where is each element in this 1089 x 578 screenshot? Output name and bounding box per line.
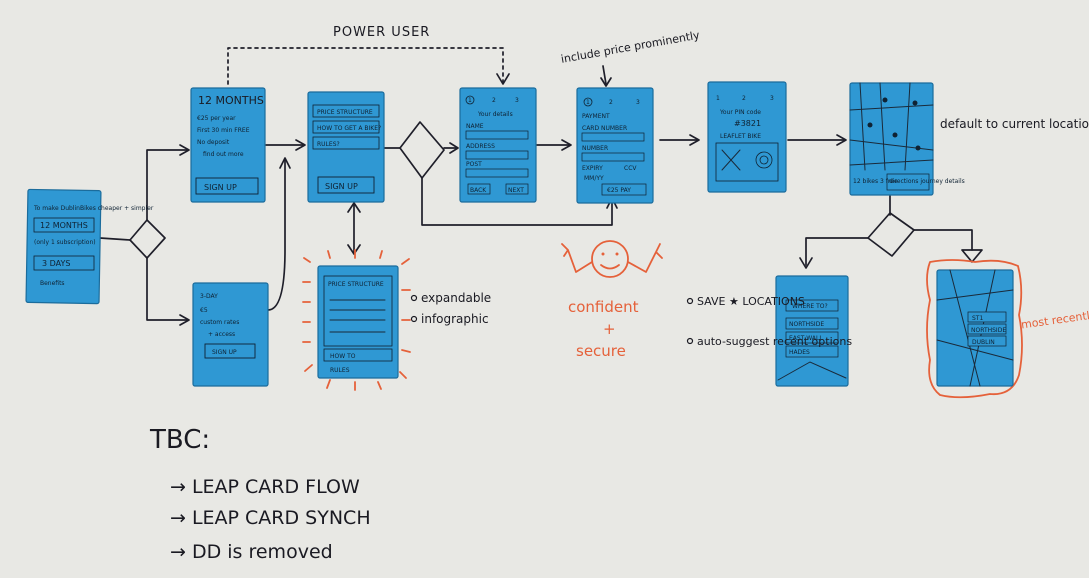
recent-row-3: DUBLIN [972, 339, 995, 346]
payment-step-3: 3 [636, 99, 640, 106]
label-most-recently-used: most recently used [1020, 304, 1089, 332]
details-step-1: 1 [468, 97, 472, 104]
details-field-name: NAME [466, 123, 484, 130]
label-auto-suggest: auto-suggest recent options [697, 335, 852, 348]
note-info: PRICE STRUCTURE HOW TO GET A BIKE? RULES… [307, 91, 385, 203]
recent-row-1: ST1 [972, 315, 983, 322]
where-title: WHERE TO? [792, 303, 828, 310]
details-step-3: 3 [515, 97, 519, 104]
months-signup: SIGN UP [204, 183, 237, 192]
label-confident: confident [568, 298, 639, 316]
map-streets [849, 82, 934, 171]
tbc-item-3: → DD is removed [170, 541, 333, 563]
days-title: 3-DAY [200, 293, 218, 300]
payment-field-number: NUMBER [582, 145, 608, 152]
decision-diamond-3 [867, 212, 915, 257]
map-bottom-left: 12 bikes 3 free [853, 178, 898, 185]
months-line-4: find out more [203, 151, 244, 158]
note-where-to: WHERE TO? NORTHSIDE EAST WALL HADES [775, 275, 849, 387]
months-line-3: No deposit [197, 139, 230, 146]
emphasis-rays-expanded [302, 249, 411, 391]
months-line-2: First 30 min FREE [197, 127, 250, 134]
note-map: 12 bikes 3 free directions journey detai… [849, 82, 965, 196]
details-back: BACK [470, 187, 487, 194]
label-include-price: include price prominently [560, 29, 701, 66]
details-title: Your details [477, 111, 513, 118]
recent-row-2: NORTHSIDE [971, 327, 1006, 334]
payment-step-1: 1 [586, 99, 590, 106]
connectors [99, 47, 983, 326]
note-expanded: PRICE STRUCTURE HOW TO RULES [302, 249, 411, 391]
where-row-3: HADES [789, 349, 810, 356]
note-details: 1 2 3 Your details NAME ADDRESS POST BAC… [459, 87, 537, 203]
days-line-3: + access [208, 331, 235, 338]
tbc-item-1: → LEAP CARD FLOW [170, 476, 360, 498]
note-12-months: 12 MONTHS €25 per year First 30 min FREE… [190, 87, 266, 203]
months-line-1: €25 per year [197, 115, 236, 122]
entry-12-months: 12 MONTHS [40, 221, 88, 230]
map-bottom-right: directions journey details [889, 178, 965, 185]
tbc-title: TBC: [149, 425, 210, 455]
info-item-2: HOW TO GET A BIKE? [317, 125, 381, 132]
payment-mmyy: MM/YY [584, 175, 604, 182]
payment-field-ccv: CCV [624, 165, 637, 172]
note-confirm: 1 2 3 Your PIN code #3821 LEAFLET BIKE [707, 81, 787, 193]
label-secure: secure [576, 342, 626, 360]
entry-header: To make DublinBikes cheaper + simpler [33, 205, 154, 212]
entry-3-days: 3 DAYS [42, 259, 70, 268]
label-infographic: infographic [421, 312, 489, 326]
details-next: NEXT [508, 187, 524, 194]
confirm-line-1: Your PIN code [719, 109, 761, 116]
details-step-2: 2 [492, 97, 496, 104]
expanded-notes-list: expandable infographic [410, 291, 491, 326]
expanded-item-3: RULES [330, 367, 350, 374]
payment-pay: €25 PAY [607, 187, 631, 194]
confirm-step-3: 3 [770, 95, 774, 102]
payment-step-2: 2 [609, 99, 613, 106]
info-signup: SIGN UP [325, 182, 358, 191]
days-line-1: €5 [200, 307, 208, 314]
decision-diamond-2 [399, 121, 445, 179]
confirm-line-3: LEAFLET BIKE [720, 133, 761, 140]
tbc-item-2: → LEAP CARD SYNCH [170, 507, 371, 529]
where-row-2: EAST WALL [789, 335, 823, 342]
payment-title: PAYMENT [582, 113, 610, 120]
info-item-1: PRICE STRUCTURE [317, 109, 373, 116]
label-power-user: POWER USER [333, 25, 430, 40]
expanded-item-2: HOW TO [330, 353, 356, 360]
details-field-address: ADDRESS [466, 143, 495, 150]
tbc-block: TBC: → LEAP CARD FLOW → LEAP CARD SYNCH … [149, 425, 371, 563]
bike-sketch-icon [755, 151, 773, 169]
payment-field-expiry: EXPIRY [582, 165, 603, 172]
map-pin-icons [867, 97, 921, 151]
payment-field-card: CARD NUMBER [582, 125, 627, 132]
where-notes-list: SAVE ★ LOCATIONS auto-suggest recent opt… [686, 295, 852, 348]
label-save-locations: SAVE ★ LOCATIONS [697, 295, 805, 308]
expanded-item-1: PRICE STRUCTURE [328, 281, 384, 288]
confirm-step-1: 1 [716, 95, 720, 102]
note-payment: 1 2 3 PAYMENT CARD NUMBER NUMBER EXPIRY … [576, 87, 654, 204]
entry-footer: Benefits [40, 280, 65, 287]
confirm-line-2: #3821 [734, 119, 761, 128]
info-item-3: RULES? [317, 141, 340, 148]
note-entry: To make DublinBikes cheaper + simpler 12… [25, 188, 154, 305]
note-3-day: 3-DAY €5 custom rates + access SIGN UP [192, 282, 269, 387]
recent-halo [926, 259, 1023, 399]
note-recent: ST1 NORTHSIDE DUBLIN [926, 259, 1023, 399]
details-field-post: POST [466, 161, 482, 168]
smiley-face-icon [561, 240, 663, 278]
entry-sub: (only 1 subscription) [34, 239, 96, 246]
label-plus: + [603, 320, 616, 338]
months-title: 12 MONTHS [198, 94, 264, 107]
days-line-2: custom rates [200, 319, 239, 326]
label-default-location: default to current location [940, 117, 1089, 131]
decision-diamond-1 [129, 219, 166, 259]
where-row-1: NORTHSIDE [789, 321, 824, 328]
days-signup: SIGN UP [212, 349, 237, 356]
label-expandable: expandable [421, 291, 491, 305]
confirm-step-2: 2 [742, 95, 746, 102]
